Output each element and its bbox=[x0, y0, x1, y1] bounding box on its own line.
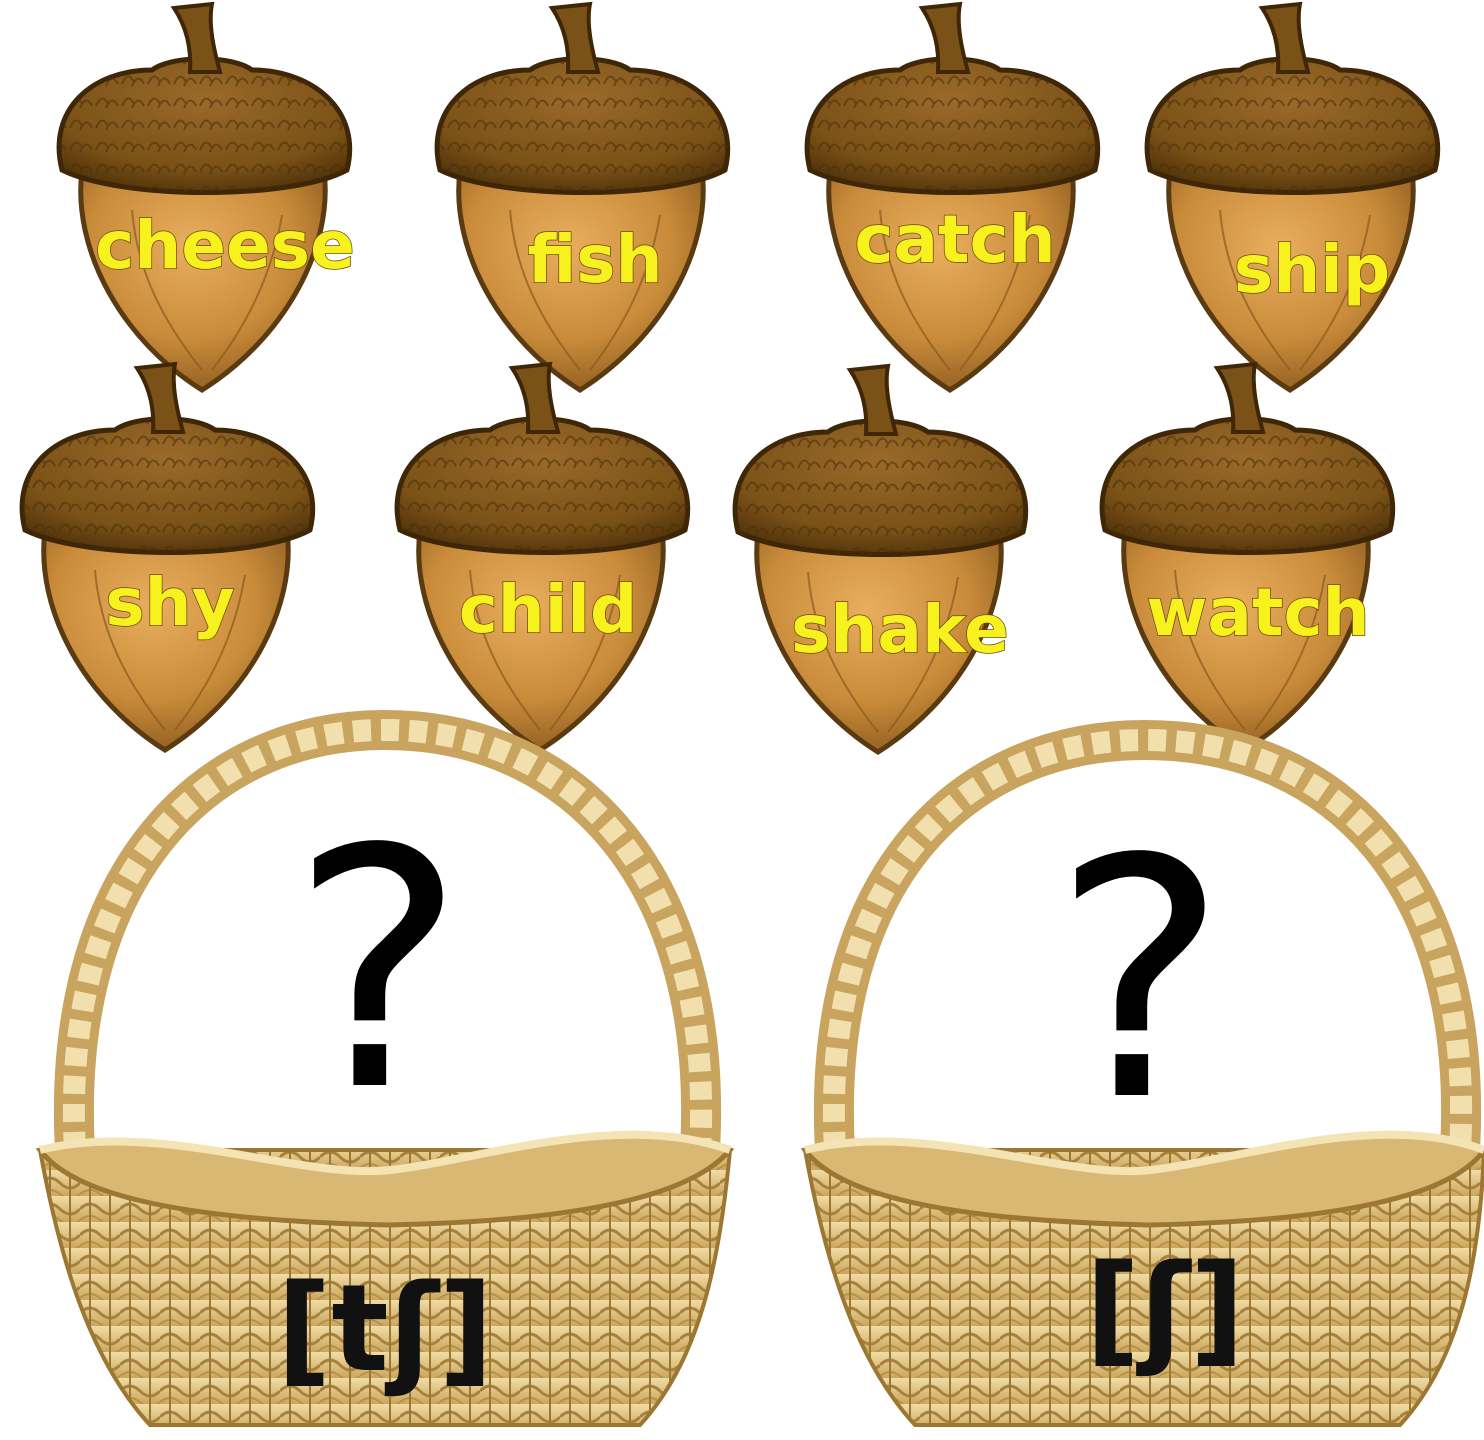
acorn-icon bbox=[397, 364, 688, 750]
acorn-icon bbox=[807, 4, 1098, 390]
basket-tsh[interactable]: ? [tʃ] bbox=[35, 709, 735, 1427]
question-mark: ? bbox=[1052, 789, 1227, 1173]
acorn-icon bbox=[22, 364, 313, 750]
acorn-icon bbox=[735, 366, 1026, 752]
acorn-watch[interactable]: watch bbox=[1102, 364, 1393, 750]
acorn-catch[interactable]: catch bbox=[807, 4, 1098, 390]
acorn-word: watch bbox=[1146, 574, 1369, 651]
acorn-icon bbox=[437, 4, 728, 390]
acorn-fish[interactable]: fish bbox=[437, 4, 728, 390]
acorn-ship[interactable]: ship bbox=[1147, 4, 1438, 390]
acorn-cheese[interactable]: cheese bbox=[59, 4, 356, 390]
acorn-word: cheese bbox=[95, 207, 355, 284]
acorn-word: ship bbox=[1234, 231, 1390, 308]
acorn-word: child bbox=[459, 571, 638, 648]
acorn-icon bbox=[1147, 4, 1438, 390]
acorn-icon bbox=[1102, 364, 1393, 750]
acorn-word: catch bbox=[854, 201, 1055, 278]
acorn-word: fish bbox=[527, 221, 662, 298]
acorn-word: shy bbox=[105, 564, 234, 641]
acorn-shy[interactable]: shy bbox=[22, 364, 313, 750]
acorn-icon bbox=[59, 4, 350, 390]
acorn-shake[interactable]: shake bbox=[735, 366, 1026, 752]
basket-sh[interactable]: ? [ʃ] bbox=[800, 719, 1484, 1427]
acorn-word: shake bbox=[791, 591, 1009, 668]
basket-icon bbox=[35, 709, 735, 1427]
sound-label: [tʃ] bbox=[277, 1260, 494, 1399]
question-mark: ? bbox=[290, 779, 465, 1163]
sound-label: [ʃ] bbox=[1085, 1240, 1245, 1379]
acorn-child[interactable]: child bbox=[397, 364, 688, 750]
basket-icon bbox=[800, 719, 1484, 1427]
